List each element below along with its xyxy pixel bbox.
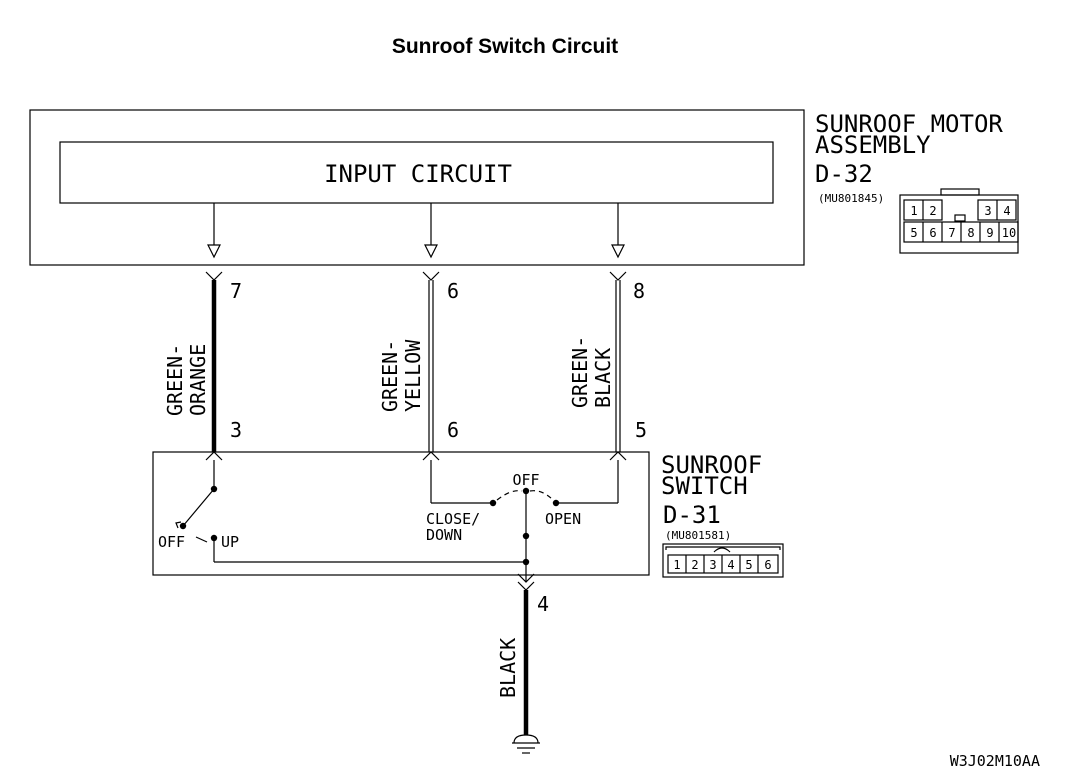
d32-pin-5: 5 (910, 226, 917, 240)
d32-pin-3: 3 (984, 204, 991, 218)
d32-pin-6: 6 (929, 226, 936, 240)
input-circuit-label: INPUT CIRCUIT (324, 160, 512, 188)
wire-green-yellow (422, 271, 440, 461)
motor-connector-face: 1 2 3 4 5 6 7 8 9 10 (899, 188, 1019, 254)
motor-pin-6: 6 (447, 279, 459, 303)
slide-open-label: OPEN (545, 510, 581, 528)
d32-pin-8: 8 (967, 226, 974, 240)
switch-pin-3: 3 (230, 418, 242, 442)
d32-pin-10: 10 (1002, 226, 1016, 240)
motor-name-line2: ASSEMBLY (815, 131, 931, 159)
motor-assembly-box (29, 109, 805, 266)
switch-name-line2: SWITCH (661, 472, 748, 500)
diagram-title: Sunroof Switch Circuit (392, 35, 618, 58)
motor-name-line1: SUNROOF MOTOR (815, 110, 1003, 138)
d31-pin-3: 3 (709, 558, 716, 572)
wire3-color-line1: GREEN- (568, 336, 592, 408)
motor-internal-leads (207, 203, 625, 259)
d32-pin-7: 7 (948, 226, 955, 240)
d31-pin-6: 6 (764, 558, 771, 572)
switch-pin-5: 5 (635, 418, 647, 442)
d31-pin-5: 5 (745, 558, 752, 572)
wire1-color-line1: GREEN- (163, 344, 187, 416)
d32-pin-1: 1 (910, 204, 917, 218)
wire-black-ground (517, 573, 535, 735)
wire1-color-line2: ORANGE (186, 344, 210, 416)
wire-green-orange (205, 271, 223, 461)
ground-wire-color: BLACK (496, 638, 520, 698)
switch-part-number: (MU801581) (665, 529, 731, 542)
wire2-color-line2: YELLOW (401, 339, 425, 412)
motor-part-number: (MU801845) (818, 192, 884, 205)
d31-pin-2: 2 (691, 558, 698, 572)
tilt-off-label: OFF (158, 533, 185, 551)
d31-pin-1: 1 (673, 558, 680, 572)
switch-connector-face: 1 2 3 4 5 6 (662, 543, 784, 578)
switch-connector-id: D-31 (663, 501, 721, 529)
switch-pin-4: 4 (537, 592, 549, 616)
wire-green-black (609, 271, 627, 461)
slide-close-label-line2: DOWN (426, 526, 462, 544)
tilt-switch (175, 460, 526, 563)
wire2-color-line1: GREEN- (378, 340, 402, 412)
motor-connector-id: D-32 (815, 160, 873, 188)
motor-pin-8: 8 (633, 279, 645, 303)
d32-pin-9: 9 (986, 226, 993, 240)
tilt-up-label: UP (221, 533, 239, 551)
d32-pin-2: 2 (929, 204, 936, 218)
figure-code: W3J02M10AA (950, 752, 1040, 770)
motor-pin-7: 7 (230, 279, 242, 303)
wire3-color-line2: BLACK (591, 348, 615, 408)
ground-icon (512, 734, 540, 754)
d32-pin-4: 4 (1003, 204, 1010, 218)
slide-close-label-line1: CLOSE/ (426, 510, 480, 528)
input-circuit-box (59, 141, 774, 204)
slide-off-label: OFF (512, 471, 539, 489)
switch-pin-6: 6 (447, 418, 459, 442)
sunroof-switch-box (152, 451, 650, 576)
d31-pin-4: 4 (727, 558, 734, 572)
switch-name-line1: SUNROOF (661, 451, 762, 479)
slide-switch (430, 460, 619, 582)
